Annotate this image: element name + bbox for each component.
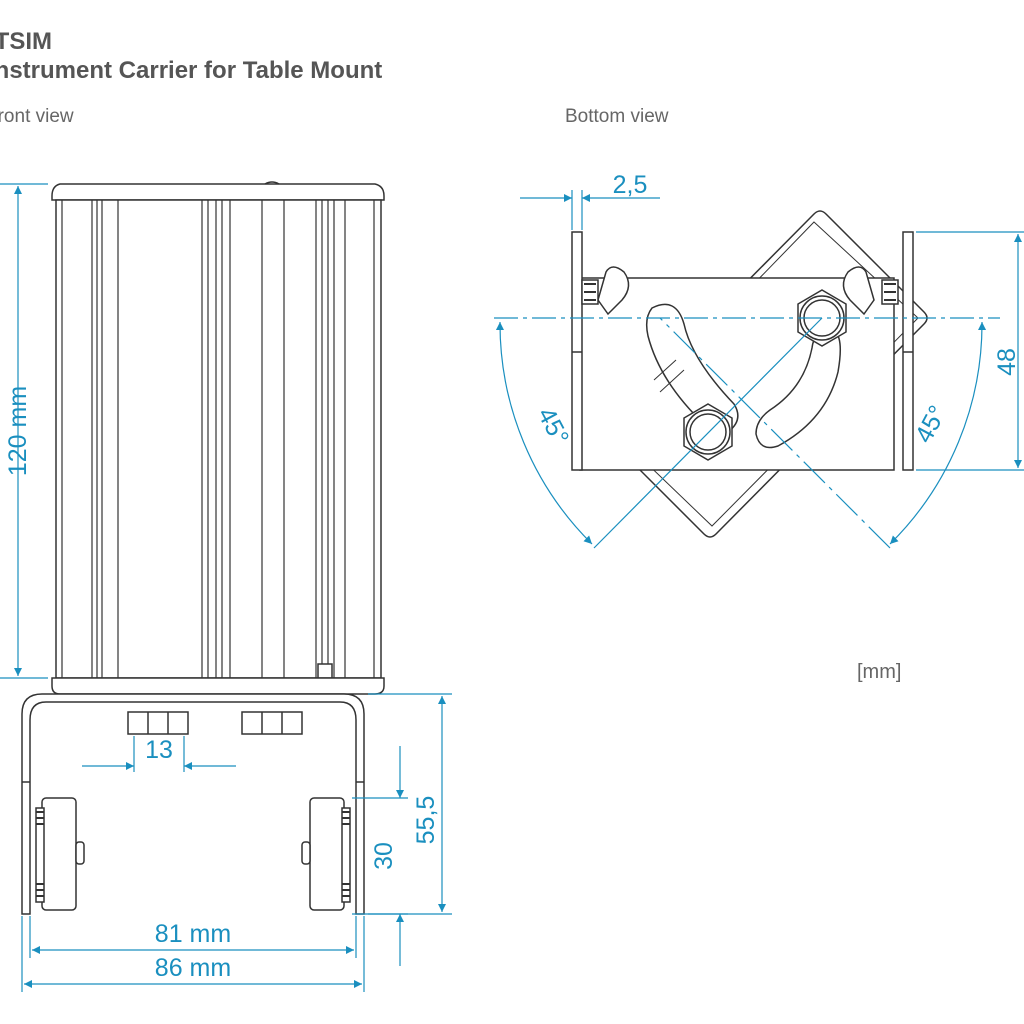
dim-height-30: 30 [370, 842, 398, 870]
bottom-view-dimensions [494, 190, 1024, 549]
front-view-drawing [21, 181, 385, 915]
dim-height-55-5: 55,5 [412, 796, 440, 845]
dim-width-81: 81 mm [155, 920, 231, 948]
dim-angle-left: 45° [532, 403, 574, 450]
dim-height-120: 120 mm [4, 386, 32, 476]
front-view-label: Front view [0, 106, 74, 127]
brand-title: ITSIM [0, 28, 52, 55]
unit-note: [mm] [857, 661, 902, 683]
bottom-view-drawing [571, 210, 928, 538]
dim-angle-right: 45° [910, 401, 952, 448]
front-view-dimensions [0, 183, 452, 992]
dim-thickness-2-5: 2,5 [613, 171, 648, 199]
dim-width-86: 86 mm [155, 954, 231, 982]
product-title: Instrument Carrier for Table Mount [0, 57, 383, 84]
dim-height-48: 48 [993, 348, 1021, 376]
bottom-view-label: Bottom view [565, 106, 669, 127]
dim-width-13: 13 [145, 736, 173, 764]
